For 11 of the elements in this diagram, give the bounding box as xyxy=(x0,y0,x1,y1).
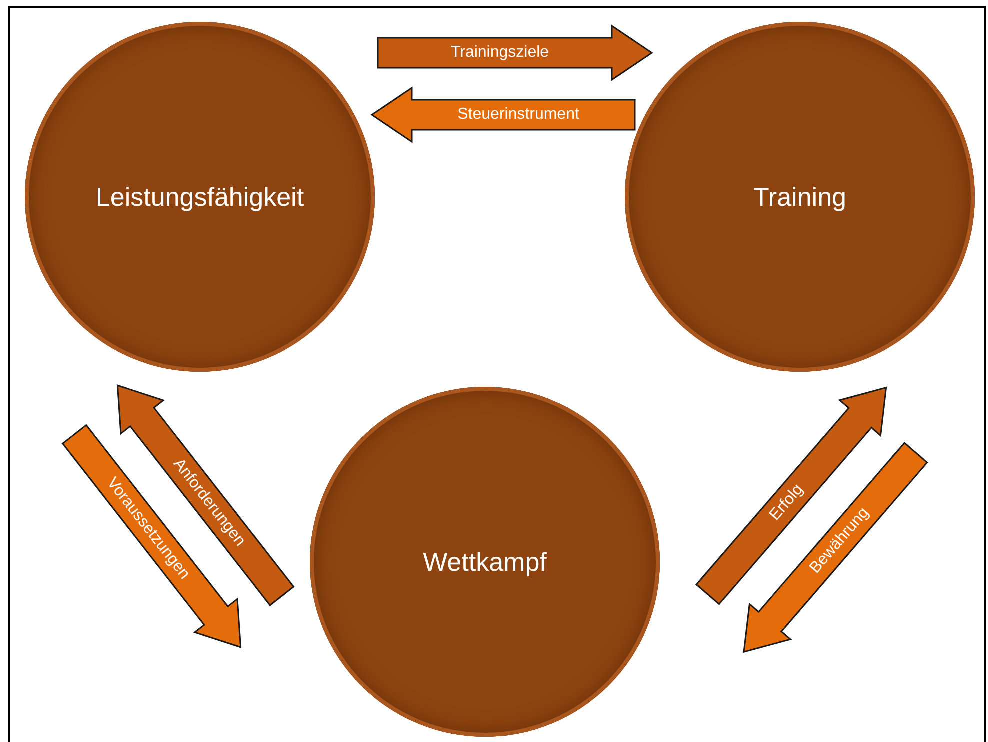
block-arrow xyxy=(62,424,242,648)
block-arrow xyxy=(377,24,654,82)
edge-label: Trainingsziele xyxy=(450,45,550,61)
node-label: Wettkampf xyxy=(422,546,548,578)
block-arrow xyxy=(743,442,928,654)
block-arrow xyxy=(695,386,888,606)
block-arrow xyxy=(116,384,295,606)
block-arrow xyxy=(370,86,636,144)
edge-label: Steuerinstrument xyxy=(458,107,580,123)
node-label: Leistungsfähigkeit xyxy=(94,180,306,214)
node-label: Training xyxy=(752,180,848,214)
